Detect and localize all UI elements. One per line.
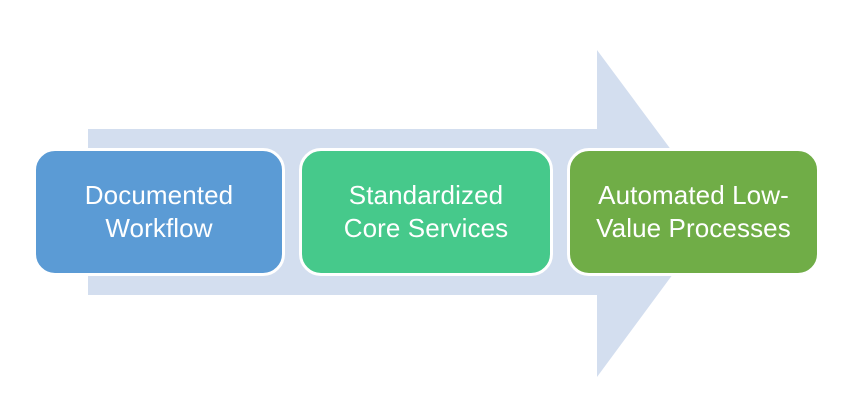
step-box-documented-workflow[interactable]: Documented Workflow xyxy=(33,148,285,276)
step-box-standardized-core-services[interactable]: Standardized Core Services xyxy=(299,148,553,276)
step-label-documented-workflow: Documented Workflow xyxy=(84,179,234,243)
step-label-automated-low-value-processes: Automated Low- Value Processes xyxy=(596,179,791,243)
step-box-automated-low-value-processes[interactable]: Automated Low- Value Processes xyxy=(567,148,820,276)
step-label-standardized-core-services: Standardized Core Services xyxy=(343,179,509,243)
